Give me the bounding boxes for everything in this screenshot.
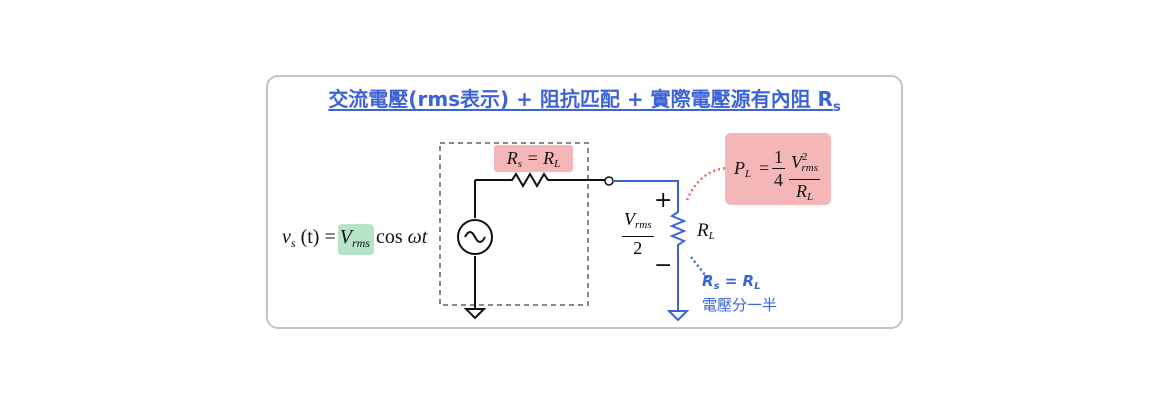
pnum-sub: rms xyxy=(801,162,819,174)
rs-symbol: R xyxy=(506,148,518,168)
power-callout-line xyxy=(685,166,728,201)
title-subscript: s xyxy=(832,100,841,115)
internal-resistor xyxy=(475,172,606,188)
rs-eq: = xyxy=(522,148,544,168)
power-lhs: PL xyxy=(734,158,751,180)
ground-left-icon xyxy=(463,308,487,320)
load-v: V xyxy=(624,209,635,229)
note-rl: R xyxy=(742,272,755,290)
power-denominator: RL xyxy=(796,180,813,208)
v-subscript: s xyxy=(290,236,296,250)
rs-subscript: s xyxy=(517,158,522,170)
note-rs: R xyxy=(702,272,714,290)
power-numerator: V2rms xyxy=(789,146,821,180)
load-voltage-denominator: 2 xyxy=(633,238,643,258)
matching-note: Rs = RL 電壓分一半 xyxy=(702,272,777,315)
power-formula-box: PL = 1 4 V2rms RL xyxy=(725,133,831,205)
note-eq: = xyxy=(719,272,743,290)
rl-label-sub: L xyxy=(708,230,715,242)
diagram-title: 交流電壓(rms表示) + 阻抗匹配 + 實際電壓源有內阻 Rs xyxy=(266,83,903,115)
vrms-subscript: rms xyxy=(351,236,370,250)
note-equation: Rs = RL xyxy=(702,272,777,296)
omega-t: ωt xyxy=(407,226,428,248)
load-resistor-label: RL xyxy=(697,220,715,242)
rl-symbol: R xyxy=(543,148,555,168)
p-subscript: L xyxy=(745,168,752,180)
pnum-sup: 2 xyxy=(802,151,808,163)
ground-right-icon xyxy=(666,310,690,322)
ac-wave-icon xyxy=(464,231,486,243)
pnum-v: V xyxy=(791,152,802,172)
rs-equals-rl-box: Rs = RL xyxy=(494,145,573,172)
power-fraction: V2rms RL xyxy=(789,146,821,208)
coef-den: 4 xyxy=(774,170,783,190)
note-rl-sub: L xyxy=(754,281,761,292)
p-symbol: P xyxy=(734,158,745,178)
load-voltage-numerator: Vrms xyxy=(622,208,654,237)
v-symbol: v xyxy=(282,226,291,248)
load-voltage-fraction: Vrms 2 xyxy=(622,208,654,259)
coef-num: 1 xyxy=(772,147,785,169)
load-resistor xyxy=(613,180,687,310)
output-terminal xyxy=(604,176,614,186)
pden-sub: L xyxy=(806,191,814,203)
minus-sign: − xyxy=(654,253,673,278)
power-eq: = xyxy=(759,158,770,178)
note-text: 電壓分一半 xyxy=(702,296,778,314)
load-v-sub: rms xyxy=(635,219,652,231)
pden-r: R xyxy=(795,181,807,201)
rl-subscript: L xyxy=(554,158,561,170)
power-coefficient: 1 4 xyxy=(772,146,785,191)
note-rs-sub: s xyxy=(713,281,720,292)
t-part: (t) = xyxy=(300,226,336,248)
rl-label-symbol: R xyxy=(697,220,709,241)
vrms-highlight: Vrms xyxy=(337,224,374,255)
vrms-symbol: V xyxy=(339,226,352,248)
plus-sign: + xyxy=(654,188,673,213)
title-text: 交流電壓(rms表示) + 阻抗匹配 + 實際電壓源有內阻 R xyxy=(328,87,833,111)
source-dashed-box xyxy=(439,142,589,306)
cos-text: cos xyxy=(375,226,403,248)
ac-source-symbol xyxy=(457,219,493,255)
